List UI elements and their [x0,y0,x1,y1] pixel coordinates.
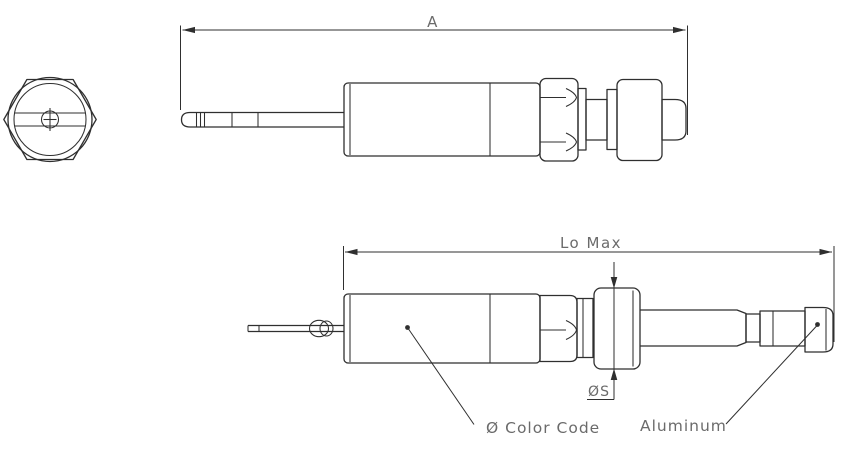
neck [585,98,608,141]
body-tube [343,293,541,364]
knob [616,78,663,162]
hex-outline [3,78,97,161]
aluminum-end-cap [804,306,834,353]
collar [576,297,594,359]
arrowhead-right [819,248,832,256]
dim-lo-max-label: Lo Max [560,234,622,252]
arrowhead-top [610,277,618,289]
end-view [3,76,97,163]
hex-nut [539,77,579,162]
shaft-step [759,310,806,347]
shaft [640,309,747,347]
callout-color-code-label: Ø Color Code [486,419,600,437]
leader-dot [815,322,820,327]
washer [606,88,618,151]
flange [593,287,641,370]
arrowhead-bottom [610,368,618,380]
leader-line [725,324,818,425]
dim-diameter-s-label: ØS [588,384,610,400]
callout-aluminum: Aluminum [640,322,820,435]
outer-body-circle [7,76,93,163]
compressed-side-view [247,287,834,370]
dimension-lo-max: Lo Max [343,234,835,342]
arrowhead-right [673,26,686,34]
hex-nut [539,294,578,363]
center-mark [43,108,57,131]
arrowhead-left [182,26,195,34]
callout-aluminum-label: Aluminum [640,417,727,435]
leader-line [407,327,475,425]
inner-body-circle [13,82,87,157]
body-tube [343,82,541,157]
arrowhead-left [345,248,358,256]
dimension-diameter-s: ØS [587,262,618,400]
end-button [661,98,687,141]
extended-side-view [180,77,687,162]
dim-a-label: A [427,13,439,31]
shaft-collar [745,313,761,343]
retracted-pin [247,324,344,333]
dimension-a: A [180,13,688,135]
retaining-clip [308,319,334,338]
rod-segment-lines [195,112,259,127]
collar [577,87,587,151]
rod-nose [180,111,197,128]
callout-color-code: Ø Color Code [405,325,600,437]
